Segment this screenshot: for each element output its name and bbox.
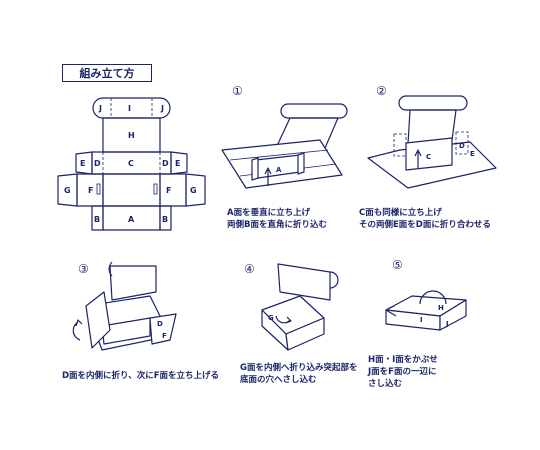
step-5-caption: H面・I面をかぶせ J面をF面の一辺に さし込む xyxy=(368,354,438,390)
label-F-left: F xyxy=(88,186,93,195)
step2-label-C: C xyxy=(426,153,431,161)
step-4-illustration: G xyxy=(261,263,339,351)
label-G-right: G xyxy=(190,186,197,195)
step-2-caption-line-2: その両側E面をD面に折り合わせる xyxy=(359,220,491,230)
step-4-number: ④ xyxy=(244,262,255,276)
label-E-right: E xyxy=(175,159,180,168)
step1-label-A: A xyxy=(276,166,282,174)
step-3-illustration: D F xyxy=(72,261,177,351)
label-F-right: F xyxy=(166,186,171,195)
step-5-caption-line-1: H面・I面をかぶせ xyxy=(368,355,438,365)
step2-label-E: E xyxy=(470,150,475,158)
step-1-caption-line-2: 両側B面を直角に折り込む xyxy=(227,220,327,230)
label-D-right: D xyxy=(162,159,169,168)
step-2-number: ② xyxy=(376,84,387,98)
die-cut-layout: J I J H E D C D E G F F G B A B xyxy=(57,97,206,231)
step5-label-H: H xyxy=(438,304,444,312)
step-5-illustration: H I J xyxy=(385,290,467,331)
step-1-illustration: A xyxy=(221,103,348,189)
step-2-caption-line-1: C面も同様に立ち上げ xyxy=(359,208,442,218)
label-B-left: B xyxy=(94,215,100,224)
step-4-caption-line-2: 底面の穴へさし込む xyxy=(240,375,317,385)
step4-label-G: G xyxy=(268,314,274,322)
step2-label-D: D xyxy=(459,142,465,150)
step-1-caption: A面を垂直に立ち上げ 両側B面を直角に折り込む xyxy=(227,207,327,231)
step-1-number: ① xyxy=(232,84,243,98)
label-C: C xyxy=(128,159,134,168)
step-5-caption-line-2: J面をF面の一辺に xyxy=(368,367,437,377)
step3-label-F: F xyxy=(162,332,167,340)
label-G-left: G xyxy=(64,186,71,195)
step-3-caption-line-1: D面を内側に折り、次にF面を立ち上げる xyxy=(62,371,220,381)
step5-label-J: J xyxy=(445,320,449,328)
label-D-left: D xyxy=(94,159,101,168)
diagram-title: 組み立て方 xyxy=(62,64,152,82)
step-5-number: ⑤ xyxy=(392,258,403,272)
label-E-left: E xyxy=(80,159,85,168)
label-J-right: J xyxy=(160,104,164,113)
label-B-right: B xyxy=(162,215,168,224)
step-2-caption: C面も同様に立ち上げ その両側E面をD面に折り合わせる xyxy=(359,207,491,231)
step3-label-D: D xyxy=(157,320,163,328)
step-1-caption-line-1: A面を垂直に立ち上げ xyxy=(227,208,311,218)
step-3-caption: D面を内側に折り、次にF面を立ち上げる xyxy=(62,370,219,382)
step5-label-I: I xyxy=(420,316,423,324)
step-4-caption-line-1: G面を内側へ折り込み突起部を xyxy=(240,363,358,373)
label-A: A xyxy=(128,215,135,224)
step-5-caption-line-3: さし込む xyxy=(368,379,403,389)
label-H: H xyxy=(128,131,135,140)
label-I: I xyxy=(128,104,131,113)
step-2-illustration: C D E xyxy=(367,95,497,189)
label-J-left: J xyxy=(98,104,102,113)
step-3-number: ③ xyxy=(78,262,89,276)
step-4-caption: G面を内側へ折り込み突起部を 底面の穴へさし込む xyxy=(240,362,357,386)
